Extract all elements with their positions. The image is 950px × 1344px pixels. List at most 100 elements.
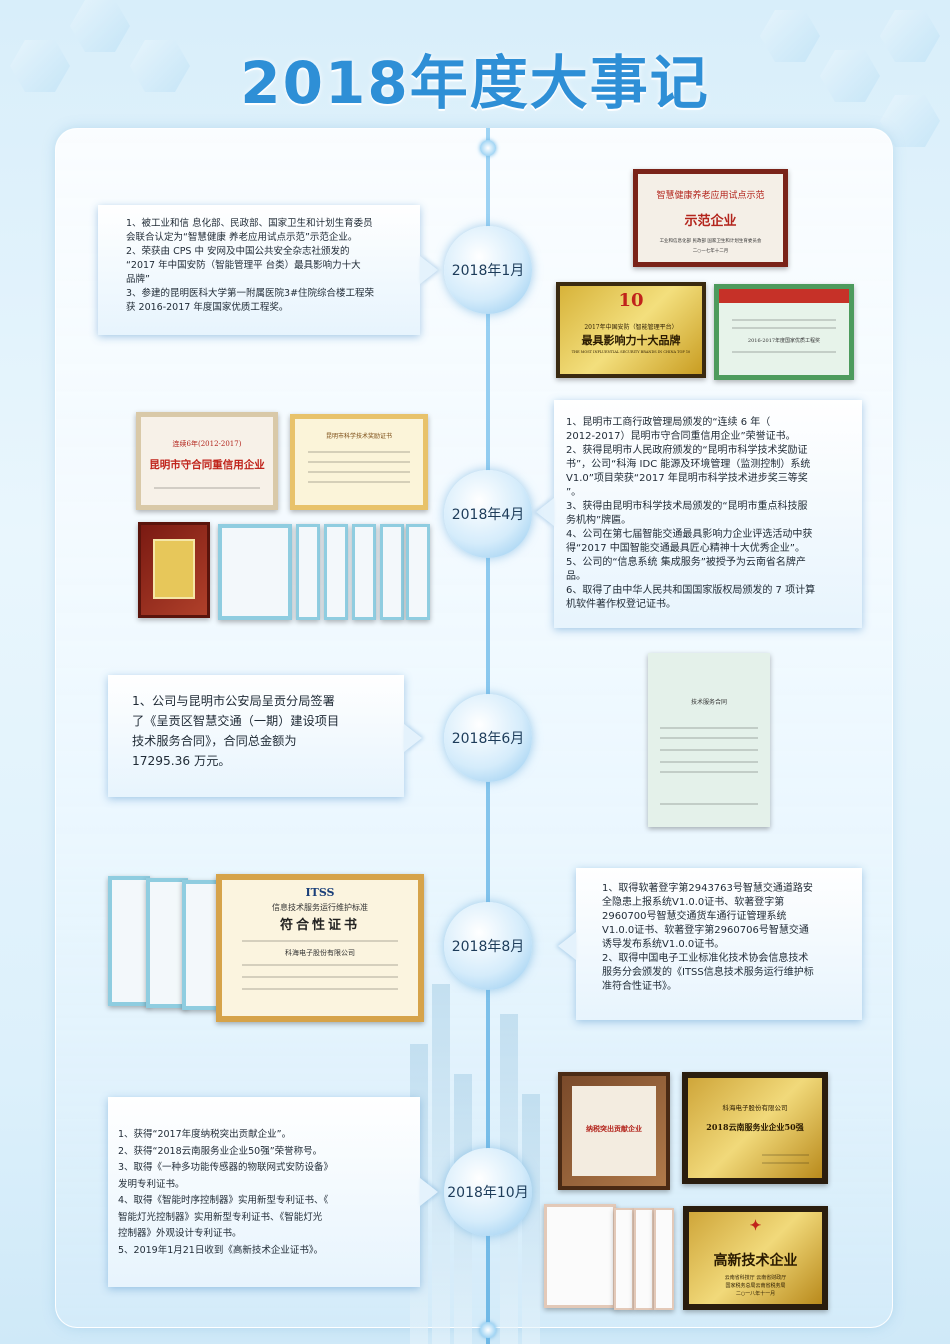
cert-main: 符合性证书 [279,918,360,933]
node-date: 2018年6月 [451,731,525,747]
event-text-box: 1、公司与昆明市公安局呈贡分局签署 了《呈贡区智慧交通（一期）建设项目 技术服务… [108,675,404,797]
plaque-text: 纳税突出贡献企业 [586,1124,642,1133]
event-line: 3、获得由昆明市科学技术局颁发的“昆明市重点科技服 [566,501,808,512]
plaque-date: 二○一八年十一月 [735,1291,776,1297]
event-line: 2960700号智慧交通货车通行证管理系统 [602,911,787,922]
event-line: 3、参建的昆明医科大学第一附属医院3#住院综合楼工程荣 [126,288,375,299]
cert-body: 科海电子股份有限公司 [285,949,355,957]
event-line: 控制器》外观设计专利证书。 [118,1228,242,1239]
page-title: 2018年度大事记 [240,49,710,117]
cert-title: 信息技术服务运行维护标准 [272,903,368,912]
cert-text-line [307,481,411,483]
cert-text-line [732,319,836,321]
event-line: 1、获得“2017年度纳税突出贡献企业”。 [118,1129,292,1140]
decor-building [432,984,450,1344]
cert-main: 最具影响力十大品牌 [581,334,681,347]
cert-text-line [307,451,411,453]
event-line: 5、公司的“信息系统 集成服务”被授予为云南省名牌产 [566,557,806,568]
patent-cert [544,1204,616,1308]
event-line: V1.0.0证书、软著登字第2960706号智慧交通 [602,925,809,936]
certificate-demo-enterprise: 智慧健康养老应用试点示范 示范企业 工业和信息化部 民政部 国家卫生和计划生育委… [633,169,788,267]
event-line: 17295.36 万元。 [132,754,231,768]
event-text-box: 1、被工业和信 息化部、民政部、国家卫生和计划生育委员 会联合认定为“智慧健康 … [98,205,420,335]
event-line: 机软件著作权登记证书。 [566,599,676,610]
timeline-node: 2018年8月 [444,902,532,990]
event-line: 6、取得了由中华人民共和国国家版权局颁发的 7 项计算 [566,585,816,596]
plaque-center [572,1086,656,1176]
event-line: 1、取得软著登字第2943763号智慧交通道路安 [602,883,813,894]
copyright-cert [324,524,348,620]
event-line: 得“2017 中国智能交通最具匠心精神十大优秀企业”。 [566,543,805,554]
plaque-text-line [761,1154,809,1156]
plaque-text-line [761,1162,809,1164]
cert-title: 连续6年(2012-2017) [172,440,242,448]
cert-issuers: 工业和信息化部 民政部 国家卫生和计划生育委员会 [659,239,762,244]
plaque-main: 2018云南服务业企业50强 [706,1122,804,1132]
event-line: 品。 [566,571,586,582]
copyright-cert [406,524,430,620]
event-line: 获 2016-2017 年度国家优质工程奖。 [126,302,289,313]
event-text-box: 1、昆明市工商行政管理局颁发的“连续 6 年（ 2012-2017）昆明市守合同… [554,400,862,628]
certificate-contract-credit: 连续6年(2012-2017) 昆明市守合同重信用企业 [136,412,278,510]
plaque-main: 高新技术企业 [713,1253,798,1269]
event-line: 会联合认定为“智慧健康 养老应用试点示范”示范企业。 [126,232,358,243]
event-line: ”。 [566,487,582,498]
cert-text-line [732,351,836,353]
doc-text-line [660,761,758,763]
node-date: 2018年8月 [451,939,525,955]
event-line: 1、昆明市工商行政管理局颁发的“连续 6 年（ [566,417,771,428]
plaque-hitech: ✦ 高新技术企业 云南省科技厅 云南省财政厅 国家税务总局云南省税务局 二○一八… [683,1206,828,1310]
copyright-cert [352,524,376,620]
event-line: 4、取得《智能时序控制器》实用新型专利证书、《 [118,1195,329,1206]
event-line: 发明专利证书。 [118,1178,185,1190]
doc-text-line [660,771,758,773]
copyright-cert [380,524,404,620]
node-date: 2018年1月 [451,263,525,279]
cert-text-line [307,461,411,463]
cert-text-line [307,471,411,473]
cert-main: 示范企业 [684,214,737,229]
cert-main: 昆明市守合同重信用企业 [149,459,265,471]
event-line: “2017 年中国安防（智能管理平 台类）最具影响力十大 [126,260,361,271]
pointer-arrow [420,256,438,284]
plaque-key-service [138,522,210,618]
event-line: 3、取得《一种多功能传感器的物联网式安防设备》 [118,1162,334,1173]
certificate-science-award: 昆明市科学技术奖励证书 [290,414,428,510]
node-date: 2018年10月 [447,1185,529,1201]
decor-hexagon [70,0,130,52]
plaque-top50: 科海电子股份有限公司 2018云南服务业企业50强 [682,1072,828,1184]
event-line: V1.0”项目荣获“2017 年昆明市科学技术进步奖三等奖 [566,473,808,484]
doc-text-line [660,737,758,739]
hitech-logo-icon: ✦ [749,1218,762,1234]
doc-text-line [660,803,758,805]
contract-document: 技术服务合同 [648,653,770,827]
event-text-box: 1、取得软著登字第2943763号智慧交通道路安 全隐患上报系统V1.0.0证书… [576,868,862,1020]
doc-title: 技术服务合同 [690,699,727,706]
pointer-arrow [536,498,554,526]
timeline-node: 2018年10月 [444,1148,532,1236]
event-line: 2、荣获由 CPS 中 安网及中国公共安全杂志社颁发的 [126,246,350,257]
cert-top: 2017年中国安防（智能管理平台） [584,324,678,331]
plaque-sub: 云南省科技厅 云南省财政厅 [724,1275,787,1281]
timeline-node: 2018年4月 [444,470,532,558]
timeline-dot [480,140,496,156]
event-line: 服务分会颁发的《ITSS信息技术服务运行维护标 [602,967,814,978]
certificate-itss: ITSS 信息技术服务运行维护标准 符合性证书 科海电子股份有限公司 [216,874,424,1022]
event-line: 2012-2017）昆明市守合同重信用企业”荣誉证书。 [566,431,796,442]
event-line: 准符合性证书》。 [602,981,677,992]
patent-cert [634,1208,654,1310]
event-line: 5、2019年1月21日收到《高新技术企业证书》。 [118,1244,324,1256]
event-text-box: 1、获得“2017年度纳税突出贡献企业”。 2、获得“2018云南服务业企业50… [108,1097,420,1287]
copyright-cert [146,878,188,1008]
plaque-company: 科海电子股份有限公司 [722,1104,788,1112]
certificate-top10-brand: 10 2017年中国安防（智能管理平台） 最具影响力十大品牌 THE MOST … [556,282,706,378]
cert-text-line [732,327,836,329]
patent-cert [614,1208,634,1310]
itss-logo: ITSS [305,886,335,899]
cert-text: 2016-2017年度国家优质工程奖 [747,338,821,344]
node-date: 2018年4月 [451,507,525,523]
cert-text-line [241,976,399,978]
cert-text-line [241,988,399,990]
pointer-arrow [420,1178,438,1206]
event-line: 了《呈贡区智慧交通（一期）建设项目 [132,714,340,728]
